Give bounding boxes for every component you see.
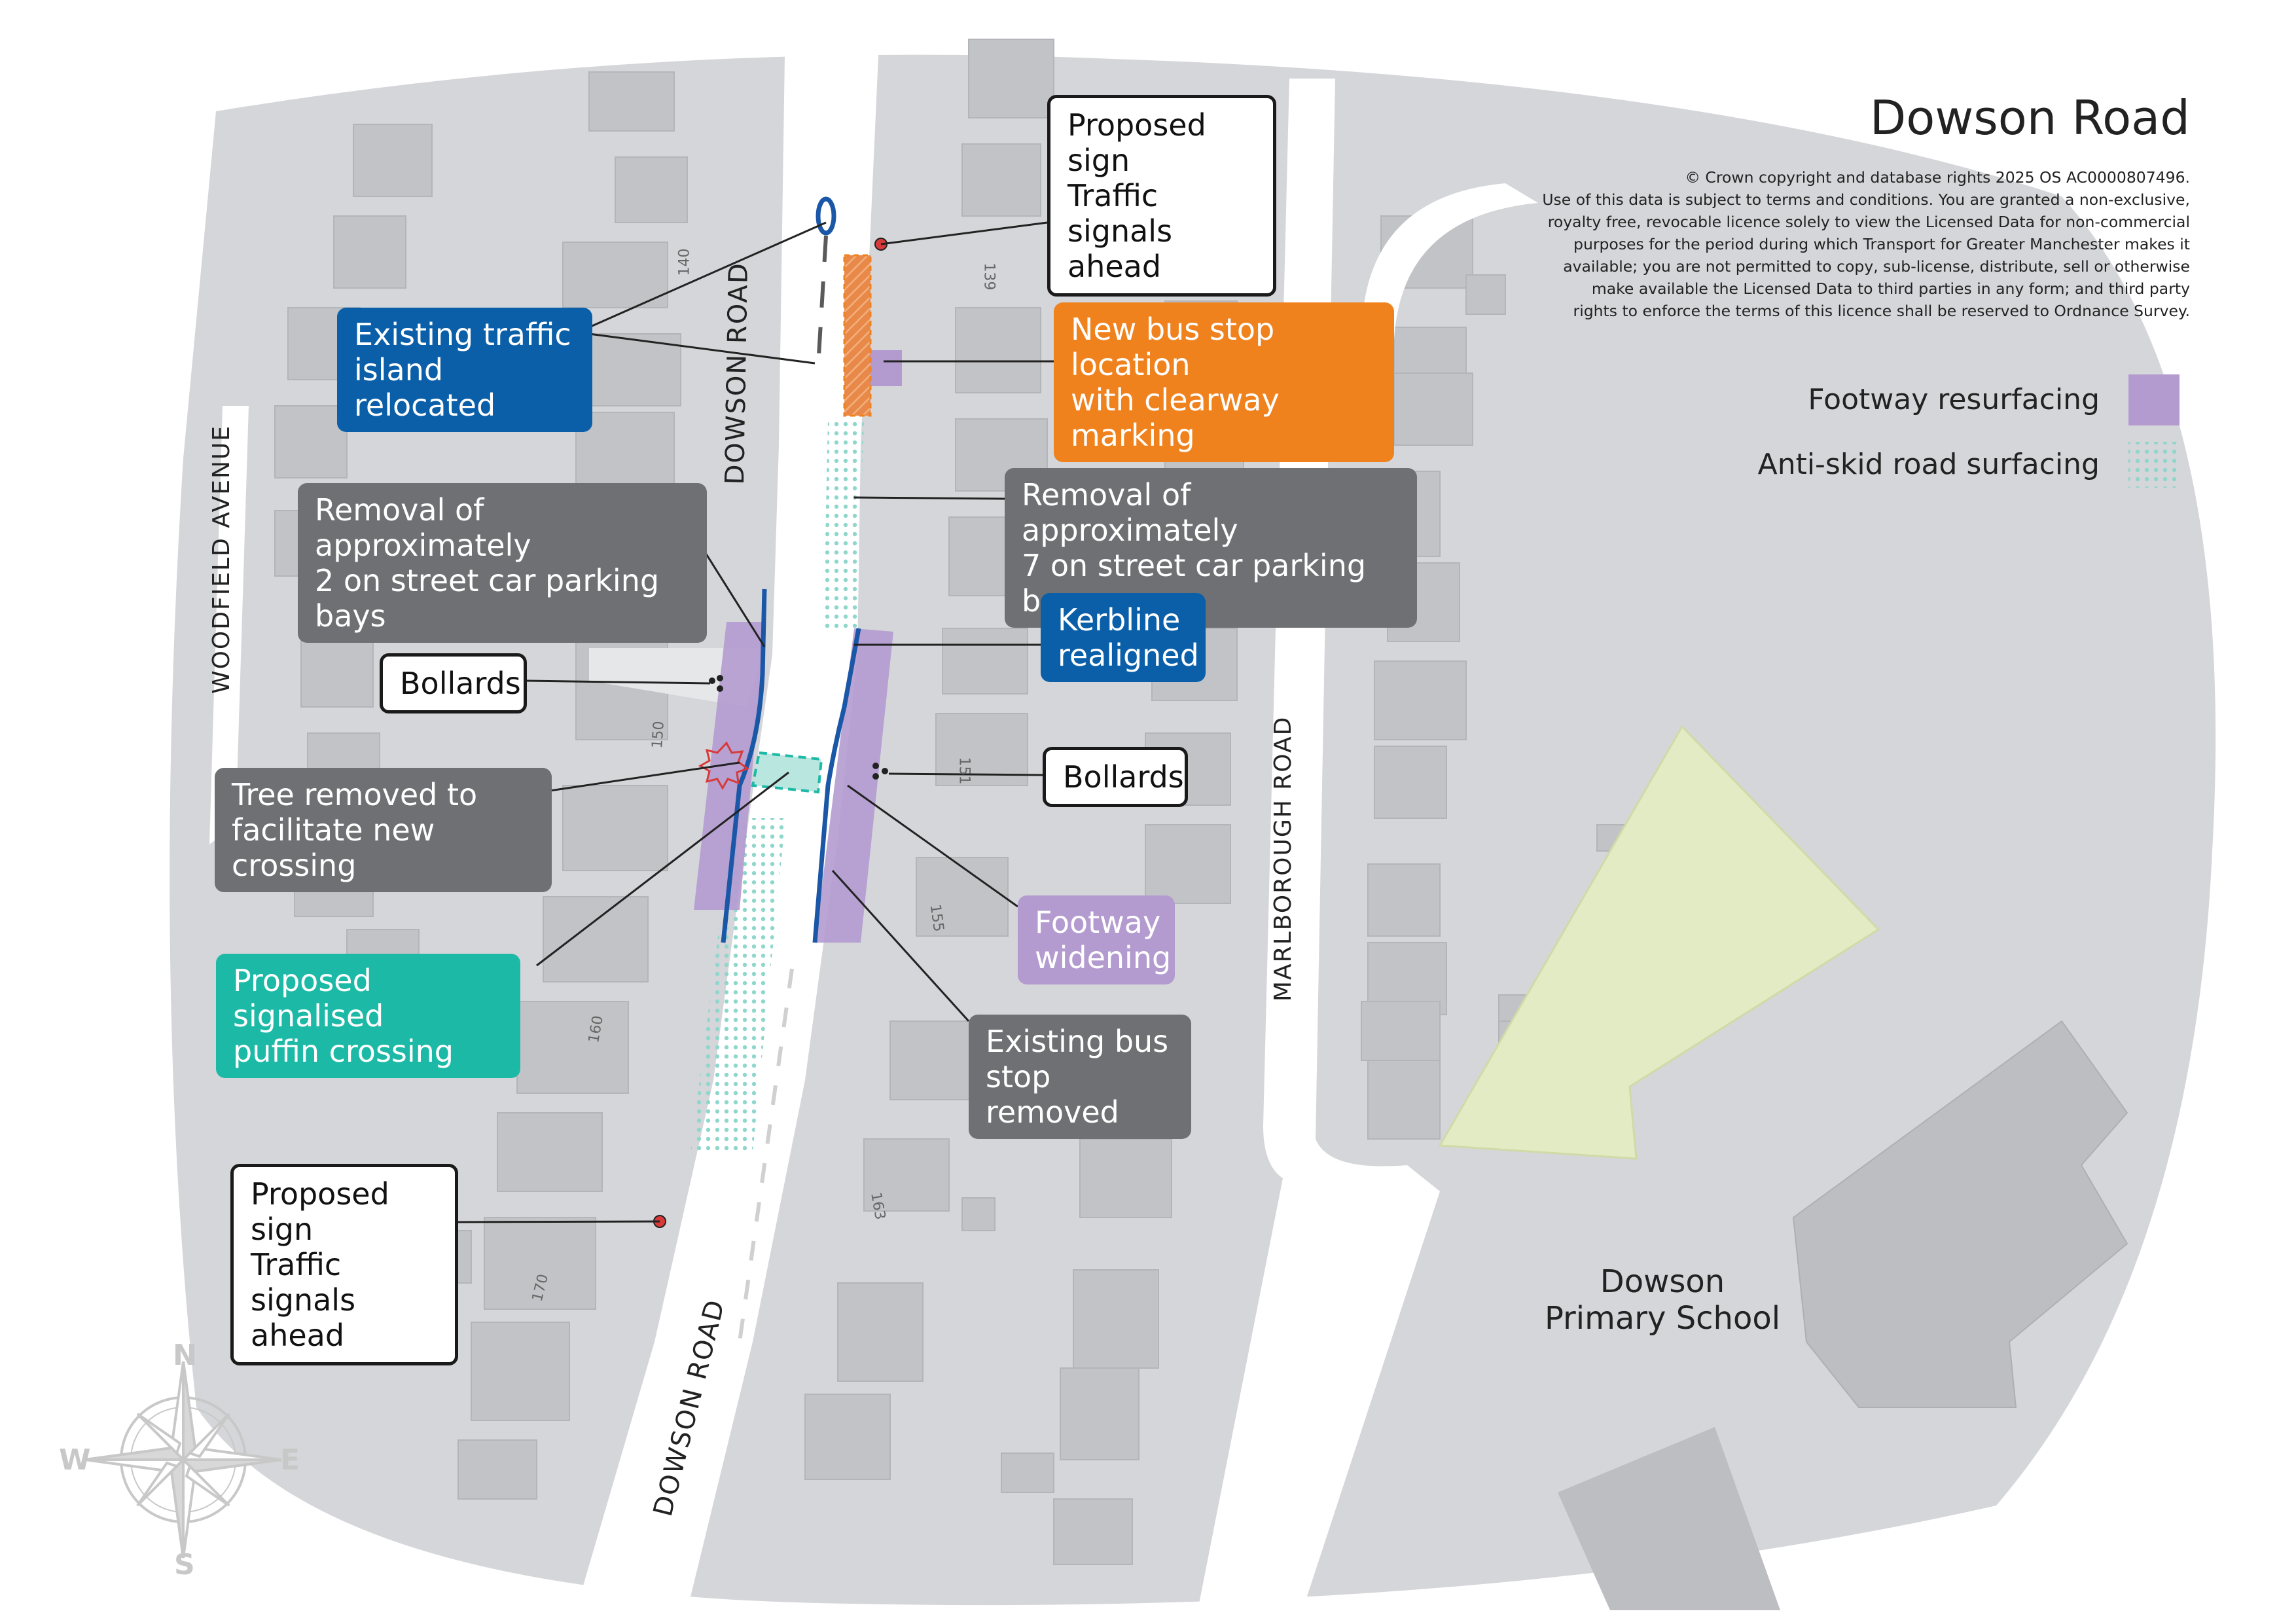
legend-swatch-footway: [2128, 374, 2179, 425]
traffic-island: [816, 196, 836, 236]
dowson-road: [576, 13, 880, 1610]
house-number: 150: [649, 720, 668, 749]
school-building: [1792, 1020, 2128, 1408]
house-number: 140: [676, 248, 693, 276]
house-number: 139: [980, 262, 997, 291]
house-number: 151: [956, 757, 973, 785]
centre-line: [816, 235, 828, 367]
road-label-dowson-north: DOWSON ROAD: [720, 261, 754, 485]
callout-kerbline-realigned: Kerbline realigned: [1041, 593, 1206, 682]
callout-bus-stop-removed: Existing bus stop removed: [969, 1015, 1191, 1139]
school-field: [1438, 725, 1880, 1160]
service-road: [1361, 183, 1538, 340]
footway-resurfacing-east: [815, 628, 893, 943]
new-bus-stop-clearway: [843, 254, 872, 417]
antiskid-surfacing-north: [823, 419, 864, 628]
kerbline-east: [812, 628, 861, 943]
kerbline-west: [721, 588, 767, 943]
road-label-woodfield: WOODFIELD AVENUE: [208, 424, 235, 694]
compass-west: W: [59, 1443, 91, 1477]
compass-south: S: [174, 1548, 195, 1581]
tree-removed-marker: [698, 741, 750, 791]
bollards-west-markers: [709, 675, 723, 692]
buildings-far-east: [1361, 215, 1630, 1140]
map-title: Dowson Road: [1869, 90, 2190, 145]
school-wing: [1979, 1071, 2072, 1144]
callout-bollards-east: Bollards: [1043, 747, 1188, 807]
callout-tree-removed: Tree removed to facilitate new crossing: [215, 768, 552, 892]
copyright-notice: © Crown copyright and database rights 20…: [1542, 168, 2190, 320]
footway-resurfacing-west: [694, 622, 766, 910]
leader-lines: [457, 221, 1054, 1223]
marlborough-road-south: [1198, 1178, 1440, 1610]
callout-footway-widening: Footway widening: [1018, 895, 1175, 984]
compass-east: E: [280, 1443, 300, 1477]
callout-bollards-west: Bollards: [380, 653, 527, 713]
callout-proposed-sign-north: Proposed sign Traffic signals ahead: [1047, 95, 1276, 297]
antiskid-surfacing-south: [691, 818, 785, 1152]
school-label: Dowson Primary School: [1544, 1263, 1781, 1337]
callout-traffic-island: Existing traffic island relocated: [337, 308, 592, 432]
compass-rose: [84, 1361, 282, 1559]
legend-swatch-antiskid: [2128, 442, 2179, 488]
callout-puffin-crossing: Proposed signalised puffin crossing: [216, 954, 520, 1078]
road-label-marlborough: MARLBOROUGH ROAD: [1270, 715, 1297, 1001]
bus-stop-footway: [870, 350, 902, 386]
legend-label-footway: Footway resurfacing: [1808, 383, 2100, 416]
woodfield-avenue: [209, 406, 249, 844]
callout-parking-removal-2: Removal of approximately 2 on street car…: [298, 483, 707, 643]
bollards-east-markers: [872, 763, 888, 780]
compass-north: N: [173, 1339, 197, 1372]
school-annex: [1558, 1427, 1780, 1610]
legend-label-antiskid: Anti-skid road surfacing: [1757, 448, 2100, 481]
puffin-crossing: [751, 751, 823, 794]
callout-proposed-sign-south: Proposed sign Traffic signals ahead: [230, 1164, 458, 1365]
callout-new-bus-stop: New bus stop location with clearway mark…: [1054, 302, 1394, 462]
